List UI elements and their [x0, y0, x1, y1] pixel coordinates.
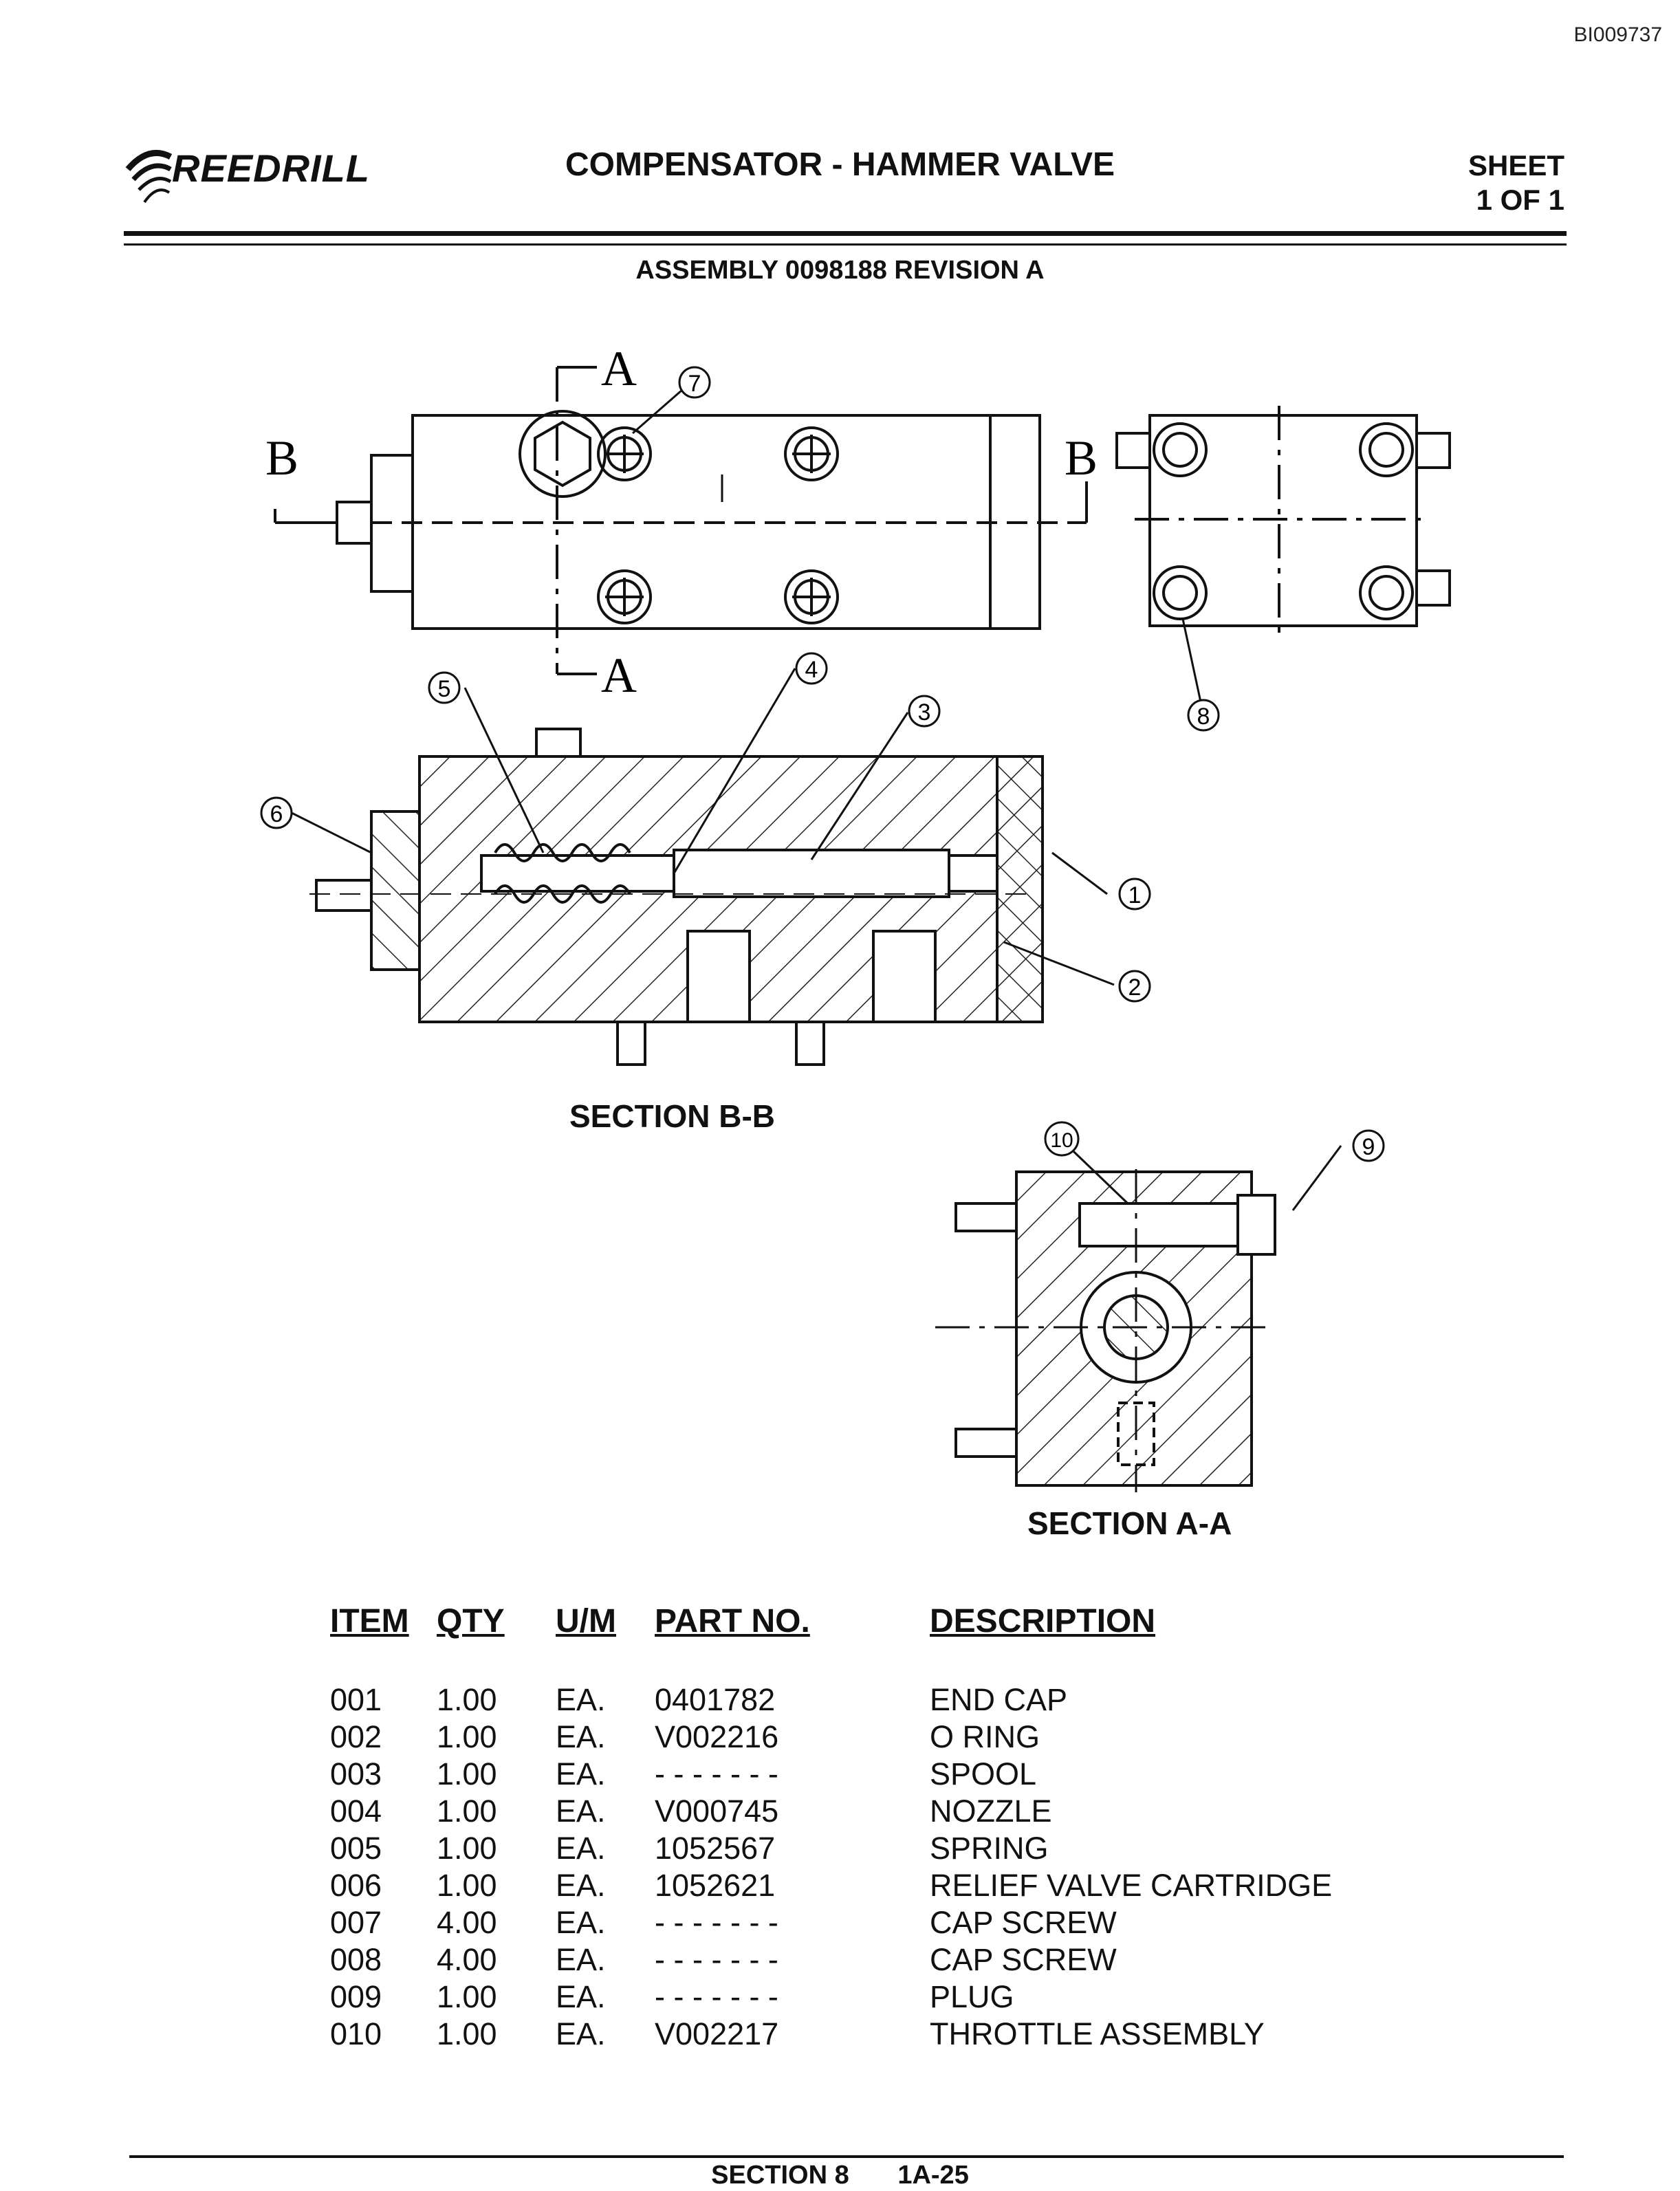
callout-10: 10 — [1044, 1121, 1080, 1157]
callout-6: 6 — [260, 796, 293, 829]
section-bb-view — [309, 728, 1044, 1066]
header-rule-thin — [124, 243, 1567, 246]
footer-section: SECTION 8 — [711, 2161, 849, 2190]
svg-text:5: 5 — [438, 676, 451, 702]
reedrill-swirl-logo-icon — [125, 149, 173, 204]
section-aa-label: SECTION A-A — [1027, 1505, 1232, 1541]
svg-text:3: 3 — [918, 699, 931, 726]
header-qty: QTY — [437, 1603, 505, 1639]
top-view — [274, 366, 1088, 675]
svg-text:10: 10 — [1050, 1129, 1073, 1152]
sheet-count: 1 OF 1 — [1476, 184, 1564, 216]
document-id: BI009737 — [1573, 23, 1662, 46]
assembly-number: ASSEMBLY 0098188 REVISION A — [635, 256, 1045, 285]
callout-4: 4 — [795, 652, 828, 685]
header-part-no: PART NO. — [655, 1603, 810, 1639]
page-footer: SECTION 8 1A-25 — [0, 2161, 1680, 2190]
svg-text:7: 7 — [688, 371, 701, 397]
section-bb-label: SECTION B-B — [569, 1098, 775, 1134]
engineering-drawing: A A B B — [260, 341, 1451, 1492]
callout-3: 3 — [908, 695, 941, 728]
svg-text:8: 8 — [1197, 704, 1210, 730]
footer-rule — [129, 2155, 1564, 2158]
callout-9: 9 — [1352, 1129, 1385, 1162]
sheet-label: SHEET — [1468, 149, 1564, 182]
header-item: ITEM — [330, 1603, 409, 1639]
svg-text:1: 1 — [1128, 882, 1142, 908]
section-mark-b-left: B — [265, 430, 298, 486]
header-description: DESCRIPTION — [930, 1603, 1156, 1639]
section-mark-b-right: B — [1065, 430, 1098, 486]
callout-5: 5 — [428, 671, 461, 704]
callout-8: 8 — [1187, 699, 1220, 732]
section-mark-a-bottom: A — [601, 648, 637, 703]
callout-1: 1 — [1118, 878, 1151, 911]
svg-text:9: 9 — [1362, 1134, 1375, 1160]
section-aa-view — [935, 1169, 1276, 1492]
side-view — [1115, 406, 1451, 640]
section-mark-a-top: A — [601, 341, 637, 396]
svg-text:4: 4 — [805, 657, 818, 683]
callout-7: 7 — [678, 366, 711, 399]
logo-text: REEDRILL — [172, 146, 370, 190]
svg-text:6: 6 — [270, 801, 283, 827]
footer-page-number: 1A-25 — [897, 2161, 969, 2190]
page-title: COMPENSATOR - HAMMER VALVE — [565, 146, 1115, 183]
sheet-number: SHEET 1 OF 1 — [1468, 149, 1564, 217]
header-rule — [124, 231, 1567, 236]
header-um: U/M — [556, 1603, 616, 1639]
callout-2: 2 — [1118, 970, 1151, 1003]
svg-text:2: 2 — [1128, 974, 1142, 1001]
company-logo: REEDRILL — [121, 142, 369, 210]
